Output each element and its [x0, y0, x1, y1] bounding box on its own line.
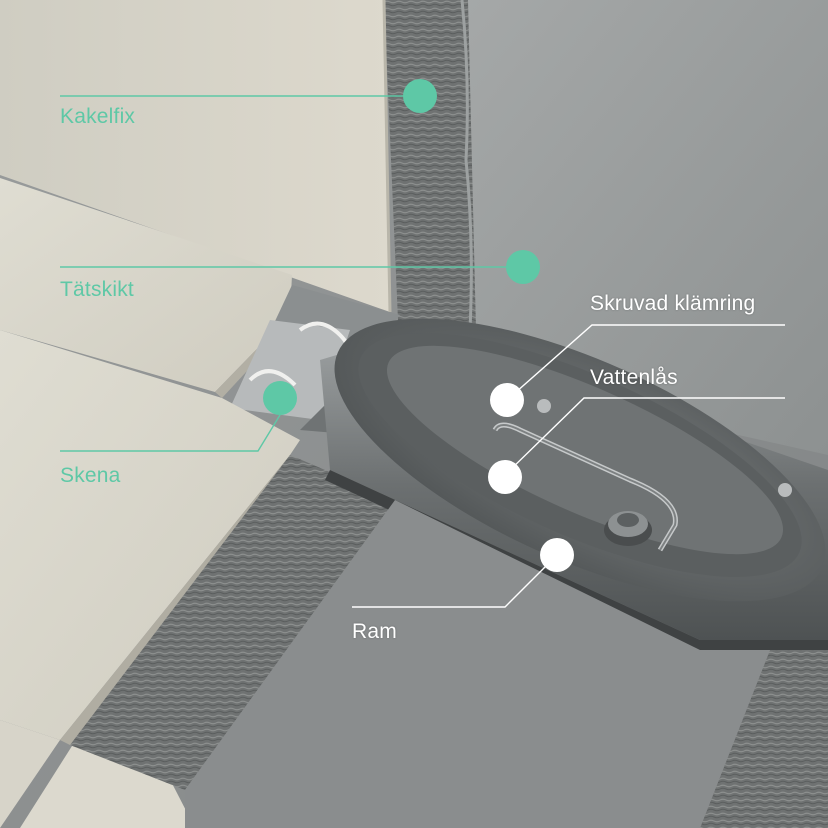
- skruvad-klamring-leader-line: [506, 324, 785, 401]
- ram-marker: [540, 538, 574, 572]
- vattenlas-leader-line: [504, 397, 785, 476]
- vattenlas-label: Vattenlås: [590, 366, 678, 389]
- tatskikt-marker: [506, 250, 540, 284]
- ram-leader-line: [352, 554, 558, 608]
- skena-marker: [263, 381, 297, 415]
- kakelfix-label: Kakelfix: [60, 105, 136, 128]
- skruvad-klamring-marker: [490, 383, 524, 417]
- vattenlas-marker: [488, 460, 522, 494]
- ram-label: Ram: [352, 620, 397, 643]
- skena-leader-line: [60, 414, 281, 452]
- tatskikt-label: Tätskikt: [60, 278, 134, 301]
- kakelfix-marker: [403, 79, 437, 113]
- skena-label: Skena: [60, 464, 121, 487]
- skruvad-klamring-label: Skruvad klämring: [590, 292, 756, 315]
